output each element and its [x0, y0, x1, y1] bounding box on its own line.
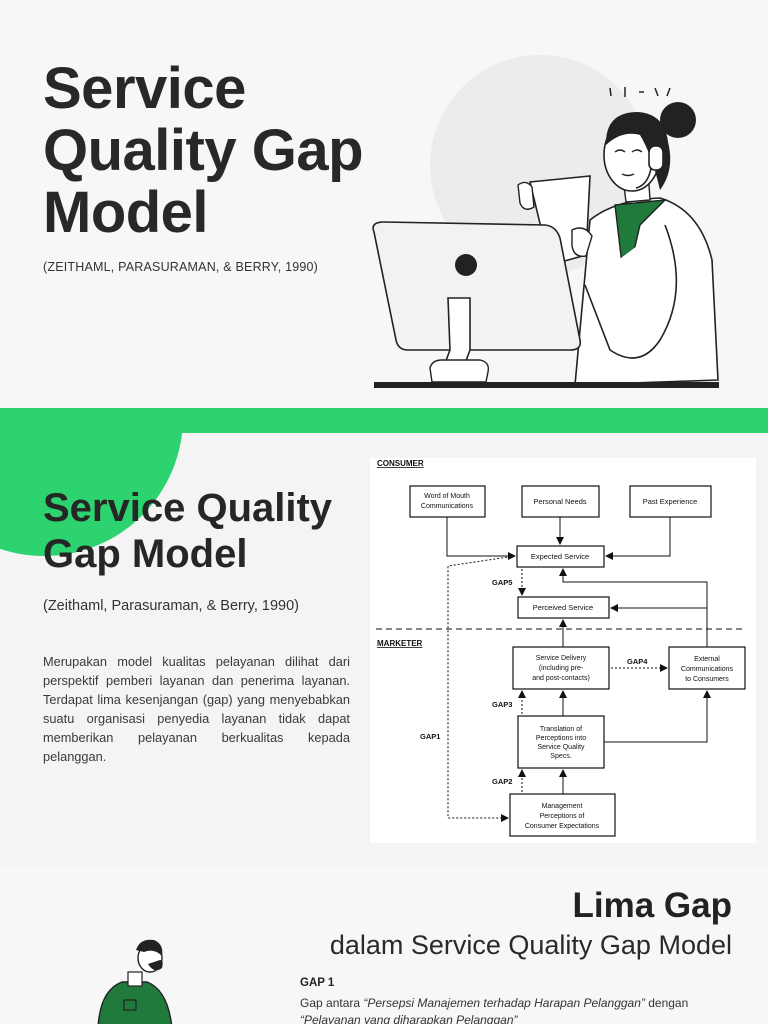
- expected-service-label: Expected Service: [531, 552, 589, 561]
- external-comm-line-2: Communications: [681, 666, 734, 673]
- gap1-heading: GAP 1: [300, 977, 335, 989]
- perceived-service-box: [517, 596, 610, 619]
- management-line-3: Consumer Expectations: [525, 823, 600, 830]
- personal-needs-box: [521, 485, 600, 518]
- main-citation: (ZEITHAML, PARASURAMAN, & BERRY, 1990): [43, 260, 319, 274]
- consumer-label: CONSUMER: [377, 459, 424, 468]
- gap-model-diagram: CONSUMER Word of Mouth Communications Pe…: [370, 458, 756, 843]
- external-comm-line-1: External: [694, 656, 720, 663]
- main-title-line-2: Quality Gap: [43, 118, 364, 183]
- service-delivery-line-2: (including pre-: [539, 665, 584, 672]
- word-of-mouth-line-2: Communications: [421, 503, 474, 510]
- personal-needs-label: Personal Needs: [533, 497, 587, 506]
- section-title-line-2: Gap Model: [43, 532, 248, 576]
- gap2-label: GAP2: [492, 777, 512, 786]
- gap1-desc-mid: dengan: [644, 996, 689, 1010]
- section-title-line-1: Service Quality: [43, 486, 333, 530]
- perceived-service-label: Perceived Service: [533, 603, 593, 612]
- gap1-label: GAP1: [420, 732, 440, 741]
- gap5-label: GAP5: [492, 578, 512, 587]
- translation-line-2: Perceptions into: [536, 735, 586, 742]
- slide-title: Service Quality Gap Model (ZEITHAML, PAR…: [0, 0, 768, 408]
- past-experience-label: Past Experience: [643, 497, 698, 506]
- service-delivery-box: [512, 646, 610, 690]
- word-of-mouth-box: [409, 485, 486, 518]
- five-gaps-title: Lima Gap: [572, 886, 732, 925]
- slide-gap-model: Service Quality Gap Model (Zeithaml, Par…: [0, 408, 768, 866]
- slide-five-gaps: Lima Gap dalam Service Quality Gap Model…: [0, 866, 768, 1024]
- main-title-line-3: Model: [43, 180, 209, 245]
- section-citation: (Zeithaml, Parasuraman, & Berry, 1990): [43, 598, 299, 614]
- call-center-agent-illustration: [372, 55, 719, 388]
- section-title: Service Quality Gap Model: [43, 485, 332, 577]
- translation-line-1: Translation of: [540, 726, 582, 733]
- gap4-label: GAP4: [627, 657, 648, 666]
- gap1-desc-emphasis-2: “Pelayanan yang diharapkan Pelanggan”: [300, 1013, 518, 1024]
- past-experience-box: [629, 485, 712, 518]
- gap3-label: GAP3: [492, 700, 512, 709]
- service-delivery-line-3: and post-contacts): [532, 675, 590, 682]
- model-description: Merupakan model kualitas pelayanan dilih…: [43, 654, 350, 764]
- five-gaps-subtitle: dalam Service Quality Gap Model: [329, 930, 732, 960]
- gap1-desc-emphasis-1: “Persepsi Manajemen terhadap Harapan Pel…: [363, 996, 645, 1010]
- expected-service-box: [516, 545, 605, 568]
- main-title-line-1: Service: [43, 56, 246, 121]
- word-of-mouth-line-1: Word of Mouth: [424, 493, 470, 500]
- translation-line-4: Specs.: [550, 753, 571, 760]
- service-delivery-line-1: Service Delivery: [536, 655, 587, 662]
- translation-box: [517, 715, 605, 769]
- gap1-desc-prefix: Gap antara: [300, 996, 364, 1010]
- management-line-2: Perceptions of: [540, 813, 585, 820]
- external-comm-line-3: to Consumers: [685, 676, 729, 683]
- management-line-1: Management: [542, 803, 583, 810]
- gap1-description: Gap antara “Persepsi Manajemen terhadap …: [300, 995, 730, 1024]
- man-illustration: [97, 939, 173, 1024]
- translation-line-3: Service Quality: [537, 744, 585, 751]
- marketer-label: MARKETER: [377, 639, 423, 648]
- main-title: Service Quality Gap Model: [43, 56, 364, 245]
